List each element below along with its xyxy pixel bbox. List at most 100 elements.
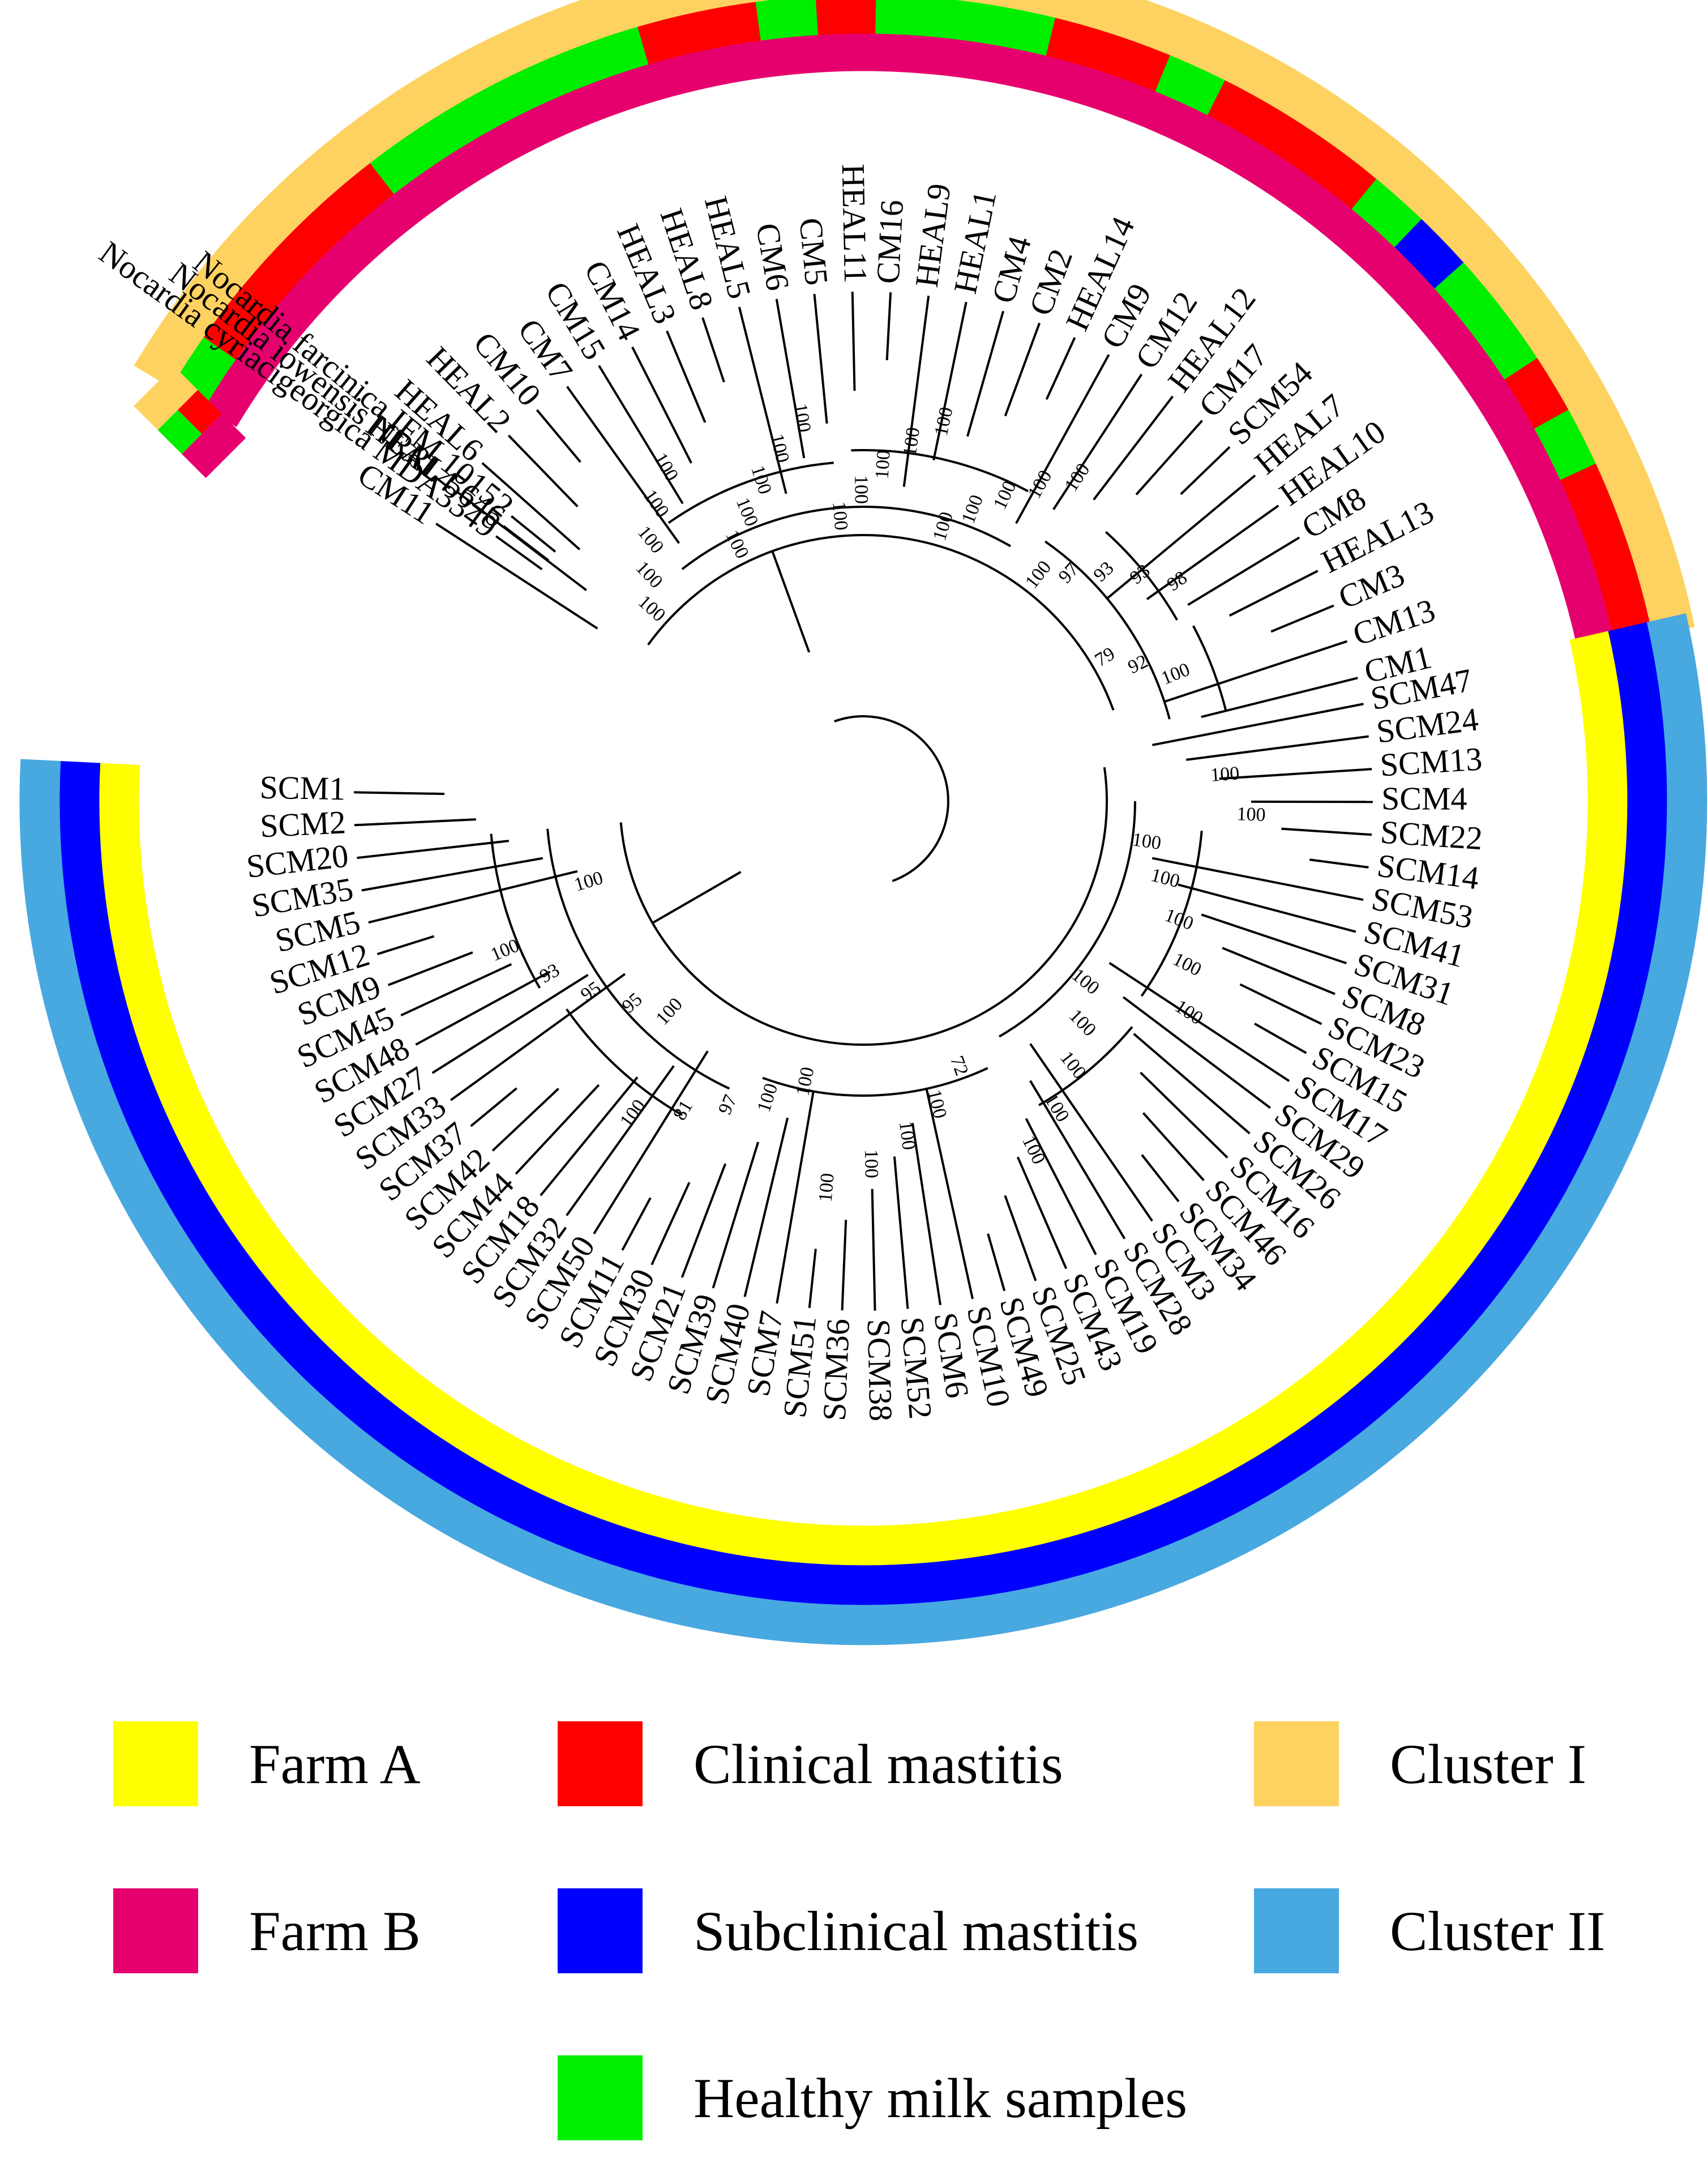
leaf-branch xyxy=(666,330,707,423)
leaf-branch xyxy=(598,365,684,505)
leaf-branch xyxy=(387,951,473,986)
leaf-branch xyxy=(851,292,856,391)
ring-sample-cell xyxy=(816,0,877,36)
leaf-branch xyxy=(415,971,551,1046)
leaf-branch xyxy=(1239,983,1322,1025)
leaf-branch xyxy=(450,973,626,1101)
leaf-branch xyxy=(481,462,581,550)
leaf-branch xyxy=(776,1091,815,1304)
leaf-branch xyxy=(871,1188,876,1311)
leaf-branch xyxy=(507,434,579,508)
bootstrap-value: 93 xyxy=(1090,558,1118,586)
internal-arc xyxy=(667,461,834,524)
leaf-branch xyxy=(1142,1112,1205,1181)
bootstrap-value: 95 xyxy=(577,977,605,1006)
leaf-branch xyxy=(1228,570,1319,617)
leaf-branch xyxy=(593,1050,709,1234)
leaf-branch xyxy=(1016,1156,1068,1269)
bootstrap-value: 100 xyxy=(792,1065,818,1097)
bootstrap-value: 100 xyxy=(815,1172,838,1203)
root-arc xyxy=(834,716,948,881)
bootstrap-value: 100 xyxy=(900,426,924,458)
outgroup-branch xyxy=(495,535,543,571)
leaf-branch xyxy=(1140,1071,1228,1158)
leaf-branch xyxy=(1281,827,1372,836)
leaf-branch xyxy=(1015,354,1110,524)
leaf-branch xyxy=(566,1065,675,1216)
bootstrap-value: 95 xyxy=(618,989,647,1017)
internal-arc xyxy=(851,449,1029,493)
internal-branch xyxy=(776,564,781,573)
leaf-branch xyxy=(738,306,787,494)
leaf-branch xyxy=(1180,446,1231,495)
leaf-branch xyxy=(1222,947,1335,995)
internal-arc xyxy=(762,1067,988,1097)
bootstrap-value: 100 xyxy=(828,501,851,531)
internal-arc xyxy=(998,801,1136,1038)
ring-sample-cell xyxy=(755,0,819,41)
leaf-branch xyxy=(1004,1195,1037,1281)
leaf-branch xyxy=(470,1087,517,1127)
ring-farm-cell xyxy=(929,37,991,82)
bootstrap-value: 100 xyxy=(895,1120,919,1151)
leaf-label: CM5 xyxy=(792,216,835,287)
internal-arc xyxy=(546,828,730,1090)
leaf-branch xyxy=(1309,858,1369,869)
leaf-branch xyxy=(1152,703,1364,746)
bootstrap-value: 100 xyxy=(1056,1048,1090,1083)
leaf-label: SCM2 xyxy=(259,803,346,844)
leaf-branch xyxy=(1025,1118,1097,1255)
bootstrap-value: 97 xyxy=(1055,559,1083,587)
leaf-branch xyxy=(621,1197,652,1251)
leaf-branch xyxy=(566,386,680,544)
internal-arc xyxy=(1045,540,1171,720)
bootstrap-value: 100 xyxy=(958,492,988,527)
leaf-branch xyxy=(631,346,692,464)
leaf-label: HEAL11 xyxy=(835,164,874,284)
leaf-branch xyxy=(357,840,510,860)
leaf-label: SCM36 xyxy=(816,1318,857,1422)
bootstrap-labels: 1001001001001001001001001001001001001001… xyxy=(487,402,1266,1203)
leaf-branch xyxy=(354,791,445,796)
leaf-branch xyxy=(1219,768,1372,780)
bootstrap-value: 100 xyxy=(1024,467,1056,502)
leaf-branch xyxy=(400,963,512,1016)
bootstrap-value: 100 xyxy=(632,557,667,592)
leaf-branch xyxy=(354,818,476,827)
bootstrap-value: 100 xyxy=(754,1081,782,1115)
bootstrap-value: 100 xyxy=(1162,905,1196,935)
bootstrap-value: 100 xyxy=(616,1096,650,1131)
ring-farm-cell xyxy=(817,33,876,72)
leaf-branch xyxy=(808,1249,817,1309)
bootstrap-value: 100 xyxy=(1236,803,1266,826)
outgroup-healthy-cell xyxy=(157,410,202,454)
leaf-branch xyxy=(435,523,598,630)
leaf-branch xyxy=(925,1088,974,1299)
leaf-label: SCM52 xyxy=(894,1315,939,1420)
leaf-label: SCM38 xyxy=(861,1319,900,1422)
ring-farm-cell xyxy=(875,33,934,74)
bootstrap-value: 97 xyxy=(714,1092,742,1118)
leaf-label: CM16 xyxy=(869,199,910,285)
bootstrap-value: 100 xyxy=(1021,557,1056,593)
leaf-branch xyxy=(813,293,828,424)
ring-sample-cell xyxy=(875,0,937,38)
leaf-label: SCM4 xyxy=(1381,780,1467,817)
leaf-branch xyxy=(743,1117,789,1297)
leaf-branch xyxy=(893,1156,909,1309)
bootstrap-value: 100 xyxy=(1170,948,1205,980)
leaf-branch xyxy=(1201,677,1358,719)
internal-arc xyxy=(1105,531,1178,621)
leaf-branch xyxy=(1052,373,1143,510)
leaf-branch xyxy=(1187,536,1300,606)
leaf-branch xyxy=(376,935,435,955)
bootstrap-value: 100 xyxy=(872,450,894,480)
leaf-branch xyxy=(1135,420,1203,495)
internal-arc xyxy=(566,1008,683,1116)
bootstrap-value: 100 xyxy=(850,475,872,504)
bootstrap-value: 100 xyxy=(652,994,687,1029)
leaf-branch xyxy=(1123,996,1271,1109)
outgroup-cluster-cell xyxy=(134,366,198,430)
leaf-branch xyxy=(1146,505,1279,600)
leaf-branch xyxy=(712,1142,760,1289)
